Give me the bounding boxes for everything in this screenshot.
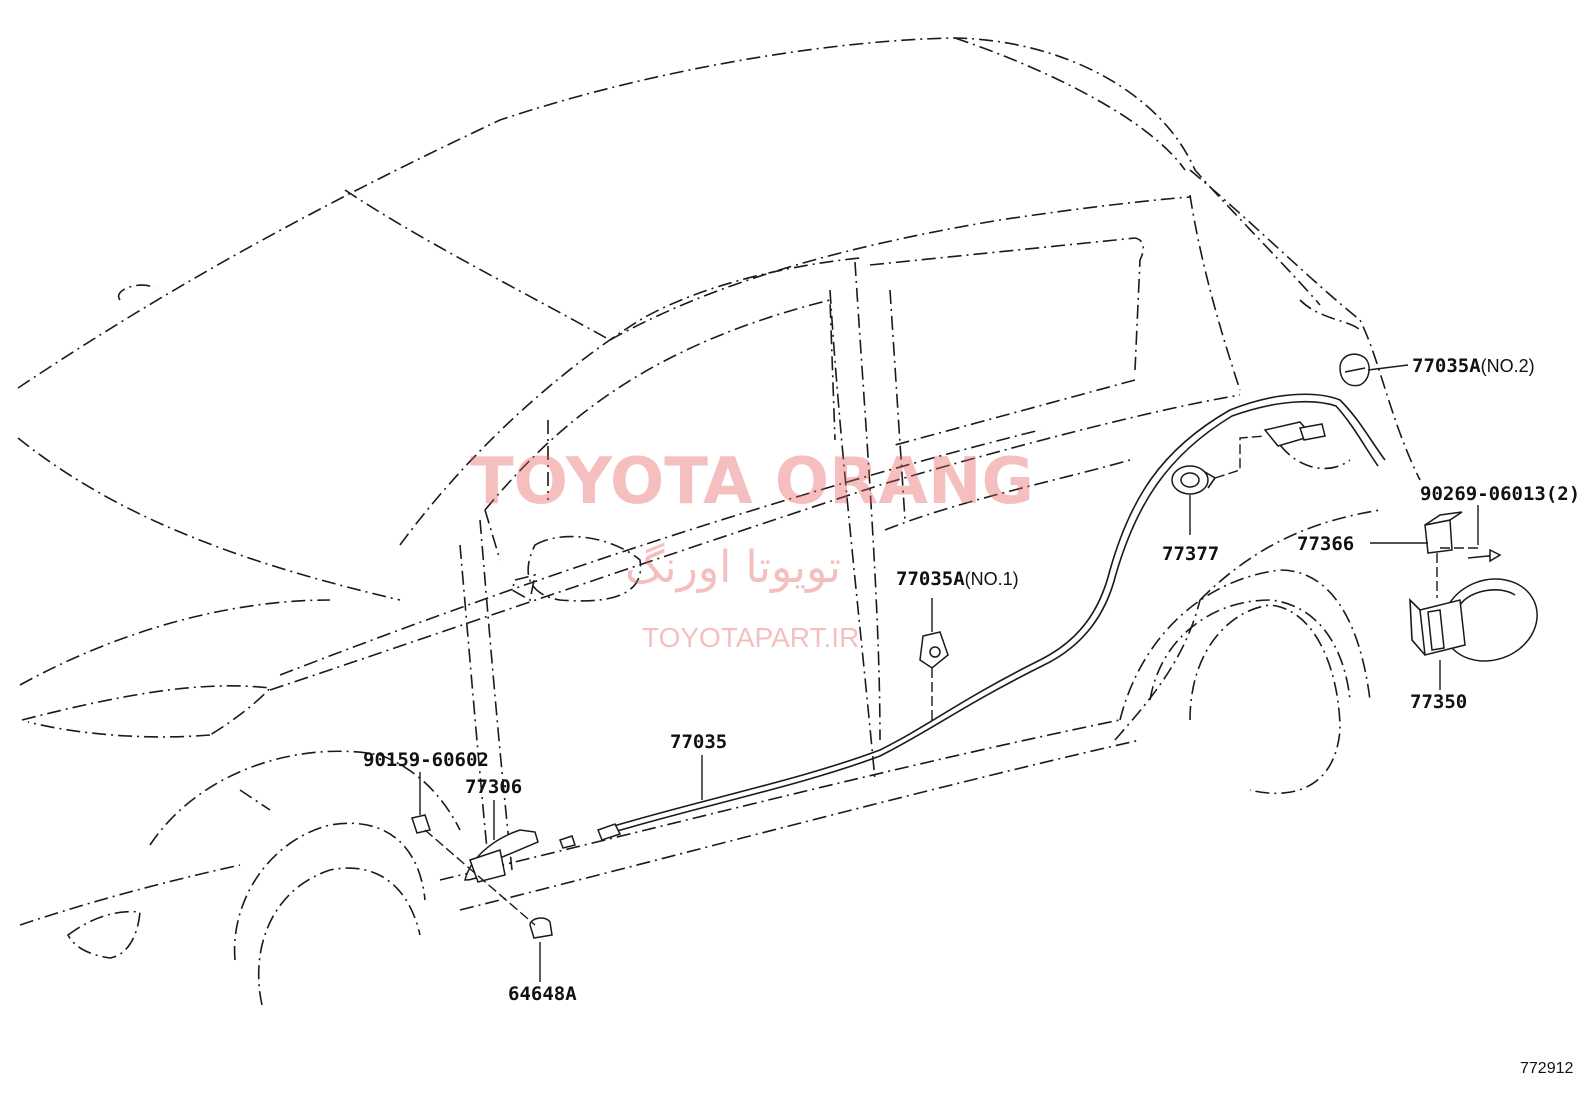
bracket-77366 — [1424, 511, 1463, 554]
callout-90269-06013: 90269-06013(2) — [1420, 483, 1580, 505]
grommet-77377 — [1171, 465, 1217, 495]
screw-90269-06013 — [1467, 548, 1502, 563]
callout-77377: 77377 — [1162, 543, 1219, 565]
leader-lines — [419, 364, 1479, 982]
watermark-subtitle: تویوتا اورنگ — [625, 542, 841, 593]
callout-64648a: 64648A — [508, 983, 577, 1005]
watermark-url: TOYOTAPART.IR — [642, 622, 859, 653]
lever-77306 — [464, 829, 539, 883]
car-body-outline — [17, 37, 1421, 1006]
callout-77350: 77350 — [1410, 691, 1467, 713]
callout-labels: 77035A(NO.2) 90269-06013(2) 77366 77377 … — [363, 355, 1580, 1005]
cable-end-fitting — [1263, 421, 1326, 447]
diagram-reference-number: 772912 — [1520, 1060, 1573, 1077]
callout-77035a-no2: 77035A(NO.2) — [1412, 355, 1535, 377]
watermark-title: TOYOTA ORANG — [470, 445, 1034, 519]
clip-77035a-no2 — [1339, 353, 1370, 387]
callout-77306: 77306 — [465, 776, 522, 798]
fuel-lid-cable — [599, 393, 1386, 837]
screw-90159-60602 — [411, 814, 431, 834]
clip-77035a-no1 — [919, 631, 949, 669]
callout-77035: 77035 — [670, 731, 727, 753]
cable-lever-end — [559, 823, 622, 849]
callout-77366: 77366 — [1297, 533, 1354, 555]
fuel-lid-77350 — [1409, 578, 1538, 662]
watermark: TOYOTA ORANG تویوتا اورنگ TOYOTAPART.IR — [470, 445, 1034, 653]
callout-77035a-no1: 77035A(NO.1) — [896, 568, 1019, 590]
callout-90159-60602: 90159-60602 — [363, 749, 489, 771]
clip-64648a — [529, 917, 553, 939]
